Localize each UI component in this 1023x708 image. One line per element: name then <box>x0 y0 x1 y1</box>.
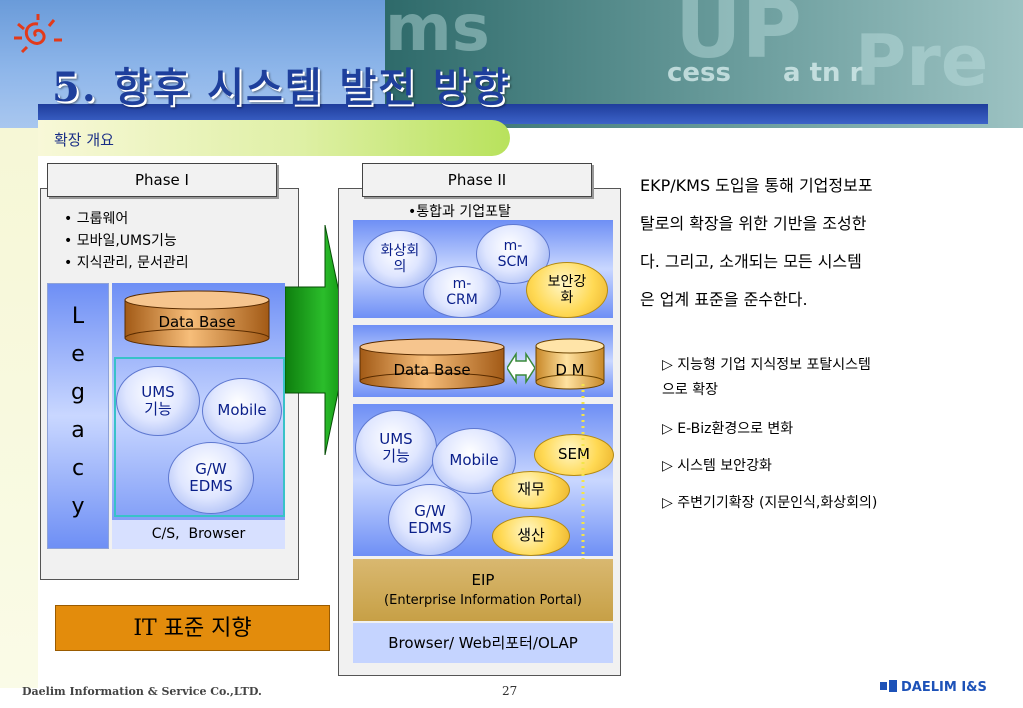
cs-browser-band: C/S, Browser <box>112 520 285 549</box>
browser-band: Browser/ Web리포터/OLAP <box>353 623 613 663</box>
watermark-text: UP <box>675 0 802 77</box>
database-cylinder-icon <box>124 290 270 348</box>
legacy-letter: L <box>71 304 85 329</box>
ums-function-oval: UMS 기능 <box>355 410 437 486</box>
sem-oval: SEM <box>534 434 614 476</box>
legacy-label: L e g a c y <box>48 298 108 526</box>
bullet-item-continued: 으로 확장 <box>662 382 718 398</box>
database-label: Data Base <box>393 361 471 379</box>
watermark-text: a tn r <box>783 58 863 88</box>
logo-text: DAELIM I&S <box>901 680 987 695</box>
company-logo: DAELIM I&S <box>880 680 987 695</box>
list-item: • 지식관리, 문서관리 <box>64 255 189 271</box>
double-arrow-icon <box>507 351 535 385</box>
legacy-letter: g <box>71 380 85 405</box>
video-conference-oval: 화상회 의 <box>363 230 437 288</box>
legacy-letter: e <box>71 342 85 367</box>
footer-company: Daelim Information & Service Co.,LTD. <box>22 685 262 698</box>
phase1-app-box <box>114 357 285 517</box>
legacy-letter: y <box>71 494 85 519</box>
left-decorative-strip <box>0 128 38 688</box>
legacy-letter: c <box>71 456 85 481</box>
bullet-item: ▷ 시스템 보안강화 <box>662 458 772 474</box>
eip-label: EIP <box>471 571 495 589</box>
bullet-item: ▷ E-Biz환경으로 변화 <box>662 421 794 437</box>
phase1-feature-list: • 그룹웨어 • 모바일,UMS기능 • 지식관리, 문서관리 <box>64 208 189 274</box>
m-crm-oval: m- CRM <box>423 266 501 318</box>
legacy-column: L e g a c y <box>47 283 109 549</box>
legacy-letter: a <box>71 418 85 443</box>
logo-icon <box>880 680 898 692</box>
database-cylinder-icon <box>359 338 505 390</box>
gw-edms-oval: G/W EDMS <box>168 442 254 514</box>
phase2-header: Phase II <box>362 163 592 197</box>
security-oval: 보안강 화 <box>526 262 608 318</box>
portal-title: •통합과 기업포탈 <box>408 204 511 220</box>
database-label: Data Base <box>158 313 236 331</box>
gw-edms-oval: G/W EDMS <box>388 484 472 556</box>
transition-arrow-icon <box>285 225 350 455</box>
ums-function-oval: UMS 기능 <box>116 366 200 436</box>
header-rule <box>38 104 988 124</box>
subtitle-text: 확장 개요 <box>54 131 114 149</box>
page-number: 27 <box>502 684 518 698</box>
mobile-oval: Mobile <box>202 378 282 444</box>
watermark-text: ms <box>385 0 490 66</box>
finance-oval: 재무 <box>492 471 570 509</box>
dm-cylinder-icon <box>535 338 605 390</box>
production-oval: 생산 <box>492 516 570 556</box>
bullet-item: ▷ 지능형 기업 지식정보 포탈시스템 <box>662 357 871 373</box>
list-item: • 그룹웨어 <box>64 211 129 227</box>
description-line: 다. 그리고, 소개되는 모든 시스템 <box>640 252 862 271</box>
description-line: 은 업계 표준을 준수한다. <box>640 290 808 309</box>
header-banner: ms UP cess a tn r Pre 5. 향후 시스템 발전 방향 <box>0 0 1023 128</box>
description-block: EKP/KMS 도입을 통해 기업정보포 탈로의 확장을 위한 기반을 조성한 … <box>640 170 873 316</box>
subtitle-bar: 확장 개요 <box>38 120 510 156</box>
sun-swirl-icon <box>14 14 62 54</box>
watermark-text: cess <box>667 58 731 88</box>
eip-full-label: (Enterprise Information Portal) <box>384 593 582 608</box>
it-standard-box: IT 표준 지향 <box>55 605 330 651</box>
page-title: 5. 향후 시스템 발전 방향 <box>52 64 511 111</box>
eip-band: EIP (Enterprise Information Portal) <box>353 559 613 621</box>
dm-label: D M <box>555 361 585 379</box>
watermark-text: Pre <box>855 20 989 102</box>
description-line: EKP/KMS 도입을 통해 기업정보포 <box>640 176 873 195</box>
phase1-header: Phase I <box>47 163 277 197</box>
list-item: • 모바일,UMS기능 <box>64 233 177 249</box>
bullet-item: ▷ 주변기기확장 (지문인식,화상회의) <box>662 495 878 511</box>
description-line: 탈로의 확장을 위한 기반을 조성한 <box>640 214 867 233</box>
